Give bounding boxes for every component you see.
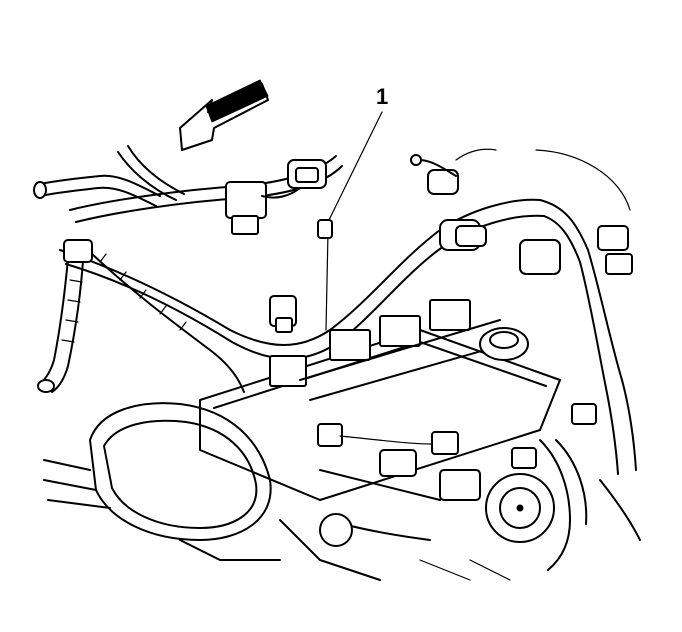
callout-leader: [317, 111, 383, 331]
harness-left-wrap: [37, 239, 245, 393]
valve-cover: [199, 299, 561, 501]
harness-connectors-mid: [269, 295, 597, 469]
harness-main: [59, 149, 637, 475]
connector-cluster-top: [225, 148, 497, 235]
lower-engine-components: [279, 439, 641, 581]
callout-number: 1: [376, 84, 389, 109]
intake-manifold: [43, 402, 281, 561]
direction-arrow-icon: [179, 79, 269, 151]
